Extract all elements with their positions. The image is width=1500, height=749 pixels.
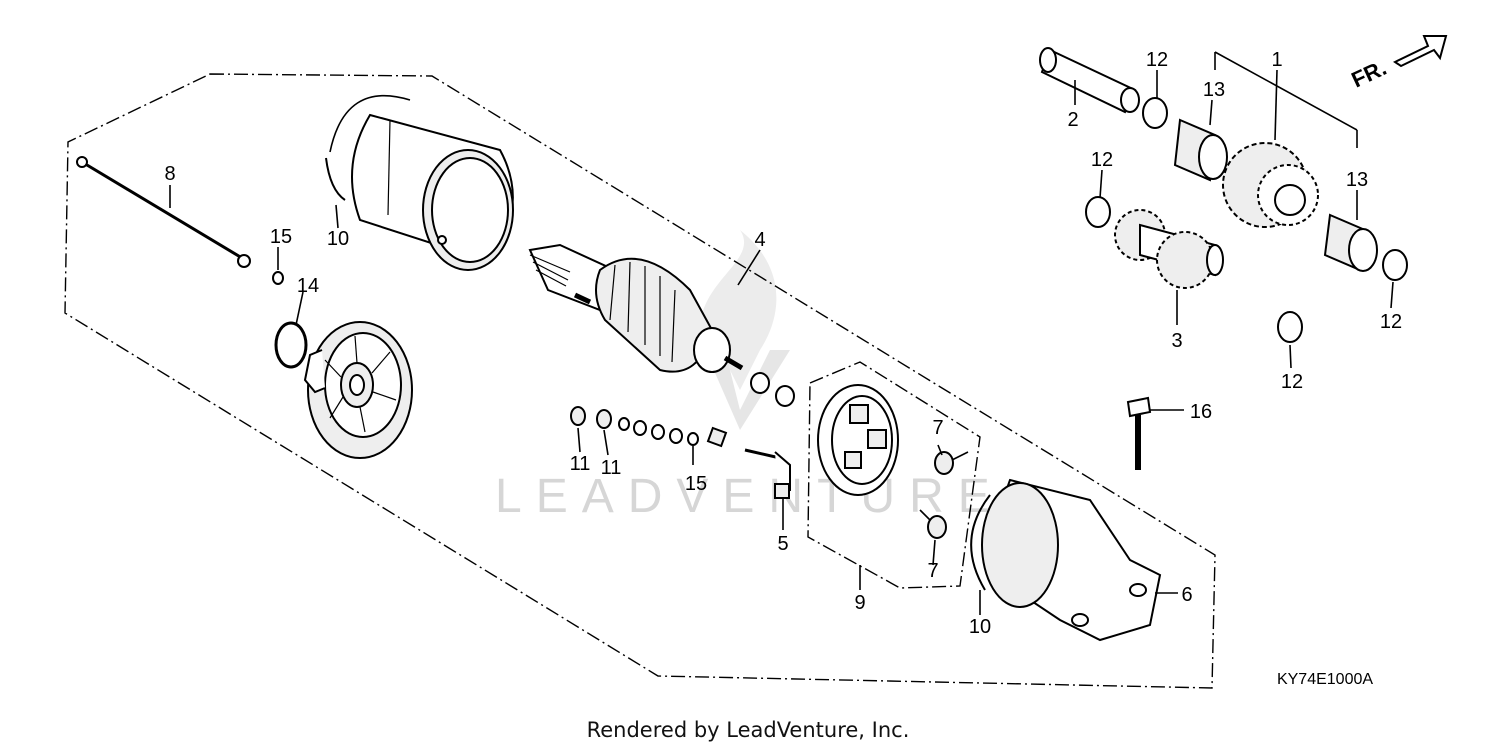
direction-label: FR.: [1348, 55, 1391, 93]
callout-15a: 15: [270, 226, 292, 248]
callout-7b: 7: [927, 560, 938, 582]
callout-10a: 10: [327, 228, 349, 250]
assembly-outline: [64, 73, 1216, 689]
callout-3: 3: [1171, 330, 1182, 352]
yoke-housing-part: [325, 94, 514, 271]
watermark-text: LEADVENTURE: [495, 470, 1004, 523]
flange-bolt-part: [1126, 396, 1152, 470]
brush-holder-part: [817, 384, 899, 496]
callout-14: 14: [297, 275, 319, 297]
callout-11b: 11: [601, 457, 622, 479]
callout-11a: 11: [570, 453, 591, 475]
callout-2: 2: [1067, 109, 1078, 131]
callout-6: 6: [1181, 584, 1192, 606]
small-washer-part: [272, 271, 284, 285]
front-cover-part: [970, 478, 1162, 642]
callout-13a: 13: [1203, 79, 1225, 101]
callout-16: 16: [1190, 401, 1212, 423]
reduction-gear-assembly: [1039, 47, 1408, 343]
footer-credit: Rendered by LeadVenture, Inc.: [587, 718, 910, 742]
brush-spring-part: [919, 451, 969, 539]
watermark: LEADVENTURE: [495, 230, 1004, 523]
o-ring-part: [274, 321, 308, 369]
callout-12b: 12: [1091, 149, 1113, 171]
callout-12a: 12: [1146, 49, 1168, 71]
brush-holder-group-outline: [807, 361, 981, 589]
callout-10b: 10: [969, 616, 991, 638]
callout-8: 8: [164, 163, 175, 185]
callout-12d: 12: [1281, 371, 1303, 393]
armature-part: [528, 243, 795, 407]
front-direction-arrow: FR.: [1348, 35, 1448, 93]
callout-12c: 12: [1380, 311, 1402, 333]
callout-5: 5: [777, 533, 788, 555]
terminal-hardware-part: [570, 406, 699, 446]
callout-1: 1: [1271, 49, 1282, 71]
leader-lines: [169, 69, 1394, 615]
long-bolt-part: [76, 156, 251, 268]
terminal-bolt-part: [706, 426, 791, 499]
callout-labels: 1 2 3 4 5 6 7 7 8 9 10 10 11 11 12 12 12…: [164, 49, 1402, 638]
callout-13b: 13: [1346, 169, 1368, 191]
callout-4: 4: [754, 229, 765, 251]
callout-7a: 7: [932, 417, 943, 439]
callout-9: 9: [854, 592, 865, 614]
callout-15b: 15: [685, 473, 707, 495]
diagram-code: KY74E1000A: [1277, 671, 1373, 688]
rear-cover-part: [303, 321, 413, 459]
